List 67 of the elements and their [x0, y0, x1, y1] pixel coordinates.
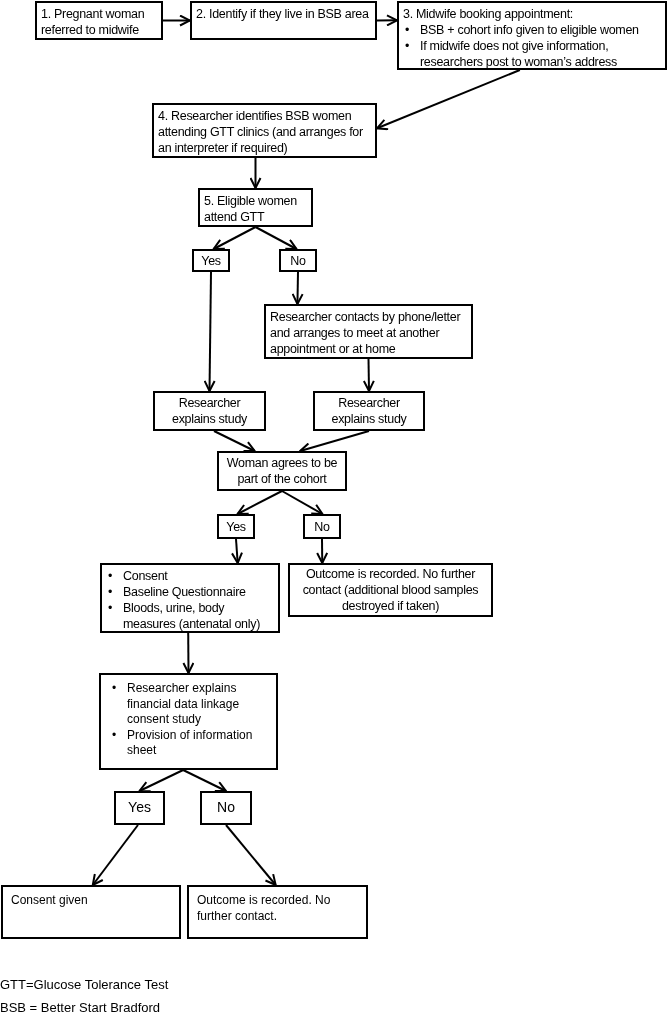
step-text: Outcome is recorded. No further contact (additional blood samples destroyed if taken) — [301, 566, 480, 614]
process-box — [198, 188, 313, 227]
process-box — [187, 885, 368, 939]
arrow — [291, 271, 304, 305]
bullet-item: • Researcher explains financial data linkage consent study — [111, 681, 241, 728]
step-text: Woman agrees to be part of the cohort — [225, 455, 339, 487]
arrow — [362, 358, 375, 392]
bullet-item: • BSB + cohort info given to eligible women — [404, 22, 640, 38]
process-box — [35, 1, 163, 40]
arrow — [236, 490, 283, 515]
branch-text: Yes — [226, 518, 246, 535]
arrow — [376, 69, 521, 131]
branch-box — [279, 249, 317, 272]
process-box — [100, 563, 280, 633]
process-box — [190, 1, 377, 40]
step-text: 4. Researcher identifies BSB women attending GTT clinics (and arranges for an interpreter if required) — [158, 108, 364, 156]
step-text: 1. Pregnant woman referred to midwife — [41, 6, 146, 38]
arrow — [299, 430, 370, 454]
bullet-item: • Baseline Questionnaire — [107, 584, 247, 600]
branch-box — [217, 514, 255, 539]
step-text: Outcome is recorded. No further contact. — [197, 893, 332, 924]
arrow — [212, 226, 257, 250]
arrow — [182, 632, 195, 674]
process-box — [99, 673, 278, 770]
branch-text: No — [217, 800, 235, 816]
footnote-text: GTT=Glucose Tolerance Test — [0, 977, 169, 993]
arrow — [203, 271, 216, 392]
branch-box — [114, 791, 165, 825]
branch-text: Yes — [201, 252, 221, 269]
process-box — [264, 304, 473, 359]
process-box — [313, 391, 425, 431]
branch-box — [192, 249, 230, 272]
arrow — [225, 824, 277, 886]
branch-text: Yes — [128, 800, 151, 816]
step-text: Consent given — [11, 893, 89, 909]
step-text: Researcher contacts by phone/letter and arranges to meet at another appointment or at home — [270, 309, 462, 357]
process-box — [1, 885, 181, 939]
arrow — [91, 824, 139, 886]
arrow — [231, 538, 243, 564]
step-text: Researcher explains study — [330, 395, 408, 427]
process-box — [217, 451, 347, 491]
arrow — [254, 226, 298, 250]
arrow — [182, 769, 227, 793]
arrow — [316, 538, 329, 564]
bullet-item: • If midwife does not give information, researchers post to woman’s address — [404, 38, 618, 70]
bullet-item: • Bloods, urine, body measures (antenatal only) — [107, 600, 262, 632]
branch-text: No — [290, 252, 306, 269]
step-text: Researcher explains study — [171, 395, 248, 427]
arrow — [281, 490, 324, 515]
footnote-text: BSB = Better Start Bradford — [0, 1000, 161, 1015]
branch-box — [200, 791, 252, 825]
step-text: 2. Identify if they live in BSB area — [196, 6, 370, 22]
arrow — [376, 14, 398, 27]
branch-text: No — [314, 518, 330, 535]
arrow — [213, 430, 256, 453]
process-box — [397, 1, 667, 70]
process-box — [153, 391, 266, 431]
process-box — [152, 103, 377, 158]
arrow — [249, 157, 262, 189]
arrow — [162, 14, 191, 27]
bullet-item: • Consent — [107, 568, 169, 584]
step-text: 3. Midwife booking appointment: — [403, 6, 574, 22]
process-box — [288, 563, 493, 617]
arrow — [138, 769, 185, 793]
step-text: 5. Eligible women attend GTT — [204, 193, 298, 225]
branch-box — [303, 514, 341, 539]
bullet-item: • Provision of information sheet — [111, 727, 254, 759]
